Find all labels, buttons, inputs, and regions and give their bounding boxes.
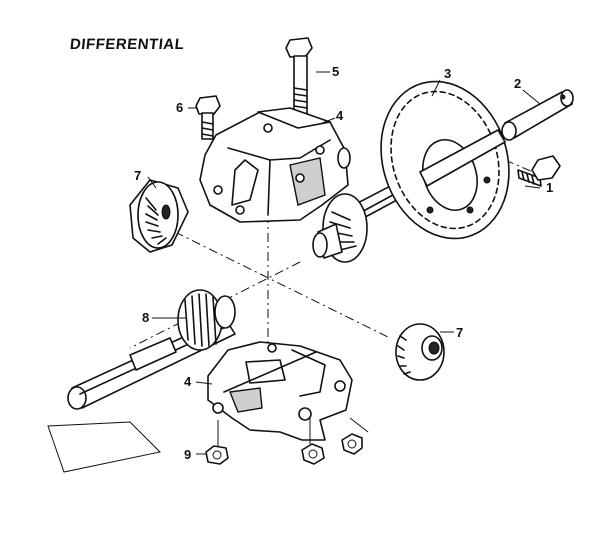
- callout-4-upper: 4: [336, 108, 344, 123]
- callout-7-right: 7: [456, 325, 463, 340]
- leader-lines: [147, 71, 541, 455]
- bolt-6: [195, 95, 221, 140]
- callout-2: 2: [514, 76, 521, 91]
- nuts: [205, 433, 363, 465]
- housing-upper: [199, 107, 351, 223]
- callouts: 1 2 3 4 4 5 6 7 7 8 9: [134, 64, 553, 462]
- callout-5: 5: [332, 64, 339, 79]
- callout-7-left: 7: [134, 168, 141, 183]
- shaft-with-gear: [67, 289, 236, 410]
- spur-gear-right: [395, 323, 445, 381]
- callout-6: 6: [176, 100, 183, 115]
- callout-1: 1: [546, 180, 553, 195]
- axle-tube-upper: [501, 89, 574, 141]
- sprocket: [380, 80, 510, 240]
- callout-4-lower: 4: [184, 374, 192, 389]
- bevel-gear-center: [312, 193, 368, 263]
- callout-3: 3: [444, 66, 451, 81]
- callout-9: 9: [184, 447, 191, 462]
- guide-lines: [47, 417, 369, 473]
- bevel-gear-left: [129, 179, 189, 253]
- callout-8: 8: [142, 310, 149, 325]
- bolt-1: [517, 155, 561, 187]
- housing-lower: [207, 341, 353, 441]
- bolt-5: [285, 37, 313, 117]
